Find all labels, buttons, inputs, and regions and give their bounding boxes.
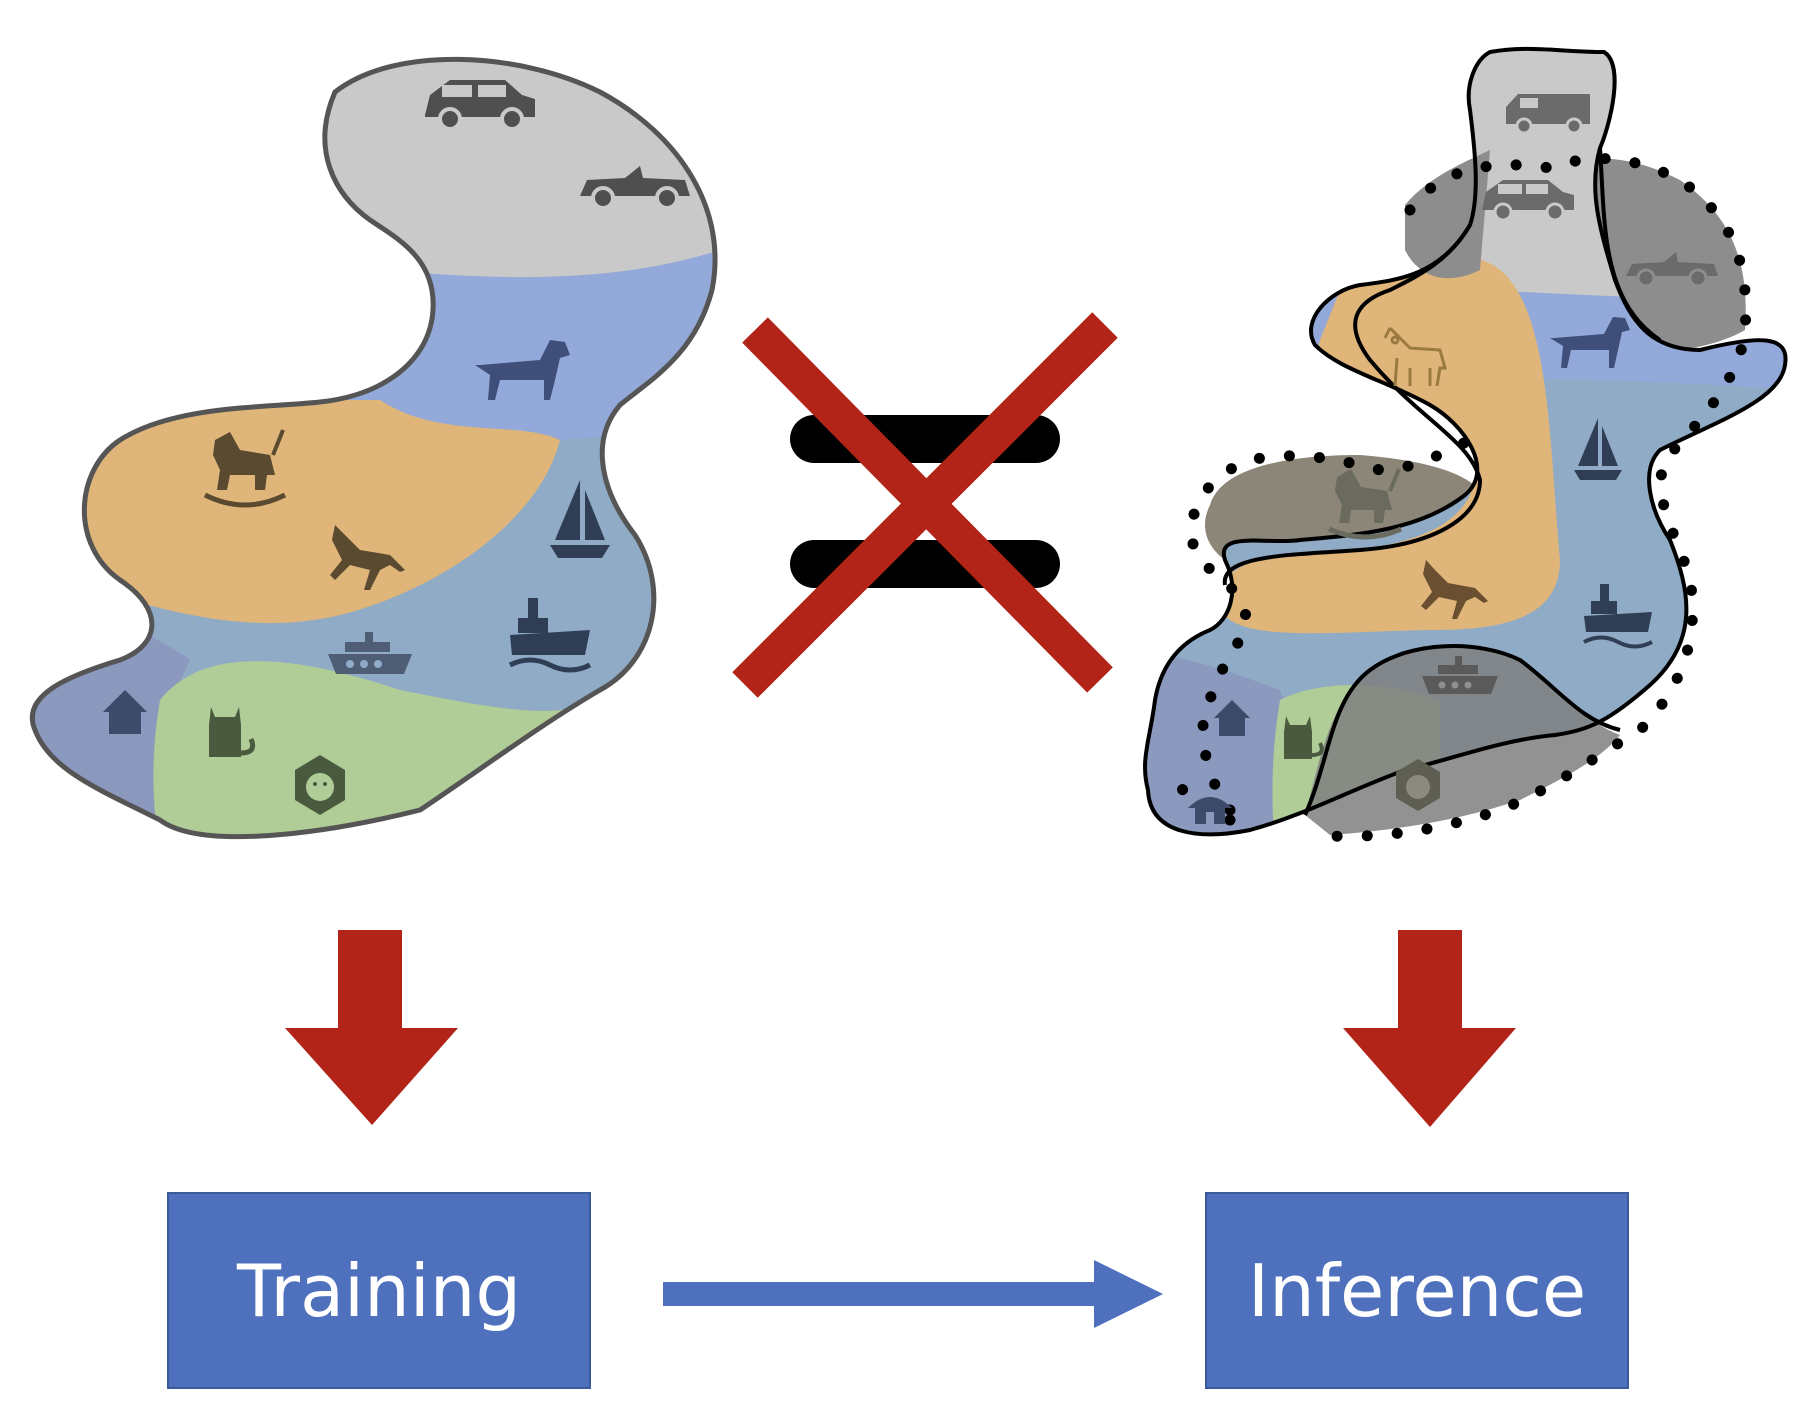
region-felines xyxy=(153,661,600,837)
sailboat-icon xyxy=(1574,418,1622,480)
cruise-ship-icon xyxy=(328,632,412,674)
convertible-icon xyxy=(580,166,690,210)
red-cross xyxy=(732,312,1118,698)
region-horses xyxy=(1215,254,1560,634)
inference-box xyxy=(1205,1192,1629,1389)
down-arrow-training xyxy=(285,930,458,1125)
rocking-horse-icon xyxy=(1327,468,1403,540)
training-distribution-blob xyxy=(29,56,718,840)
car-icon xyxy=(425,80,535,131)
car-icon xyxy=(1482,180,1574,222)
region-horses xyxy=(57,400,560,624)
lion-icon xyxy=(1396,759,1440,811)
training-box xyxy=(167,1192,591,1389)
not-equal-symbol xyxy=(732,312,1118,698)
dog-icon xyxy=(475,340,570,400)
house-icon xyxy=(103,690,147,734)
hut-icon xyxy=(1188,797,1232,824)
shift-overlay-top-left xyxy=(1405,150,1490,279)
dotted-shift-outline xyxy=(1173,153,1752,842)
horse-icon xyxy=(330,525,405,590)
right-arrow-training-to-inference xyxy=(663,1260,1163,1328)
house-icon xyxy=(1214,700,1250,736)
cat-icon xyxy=(1284,716,1324,759)
van-icon xyxy=(1506,94,1590,135)
dog-icon xyxy=(1550,317,1630,368)
down-arrow-inference xyxy=(1343,930,1516,1127)
shift-boundary-line xyxy=(1303,644,1621,816)
shift-boundary-line xyxy=(1598,147,1662,342)
inference-distribution-blob xyxy=(1143,46,1788,842)
horse-icon xyxy=(1421,560,1488,619)
sailboat-icon xyxy=(550,480,610,558)
cargo-ship-icon xyxy=(508,598,592,673)
region-houses xyxy=(1145,650,1295,835)
inference-blob-outline xyxy=(1143,46,1788,837)
cargo-ship-icon xyxy=(1583,584,1653,649)
cruise-ship-icon xyxy=(1422,656,1498,694)
training-blob-outline xyxy=(29,56,718,840)
rocking-horse-icon xyxy=(203,429,287,508)
convertible-icon xyxy=(1626,252,1718,288)
pony-icon xyxy=(1383,326,1447,387)
lion-icon xyxy=(295,755,345,815)
cat-icon xyxy=(209,707,256,757)
